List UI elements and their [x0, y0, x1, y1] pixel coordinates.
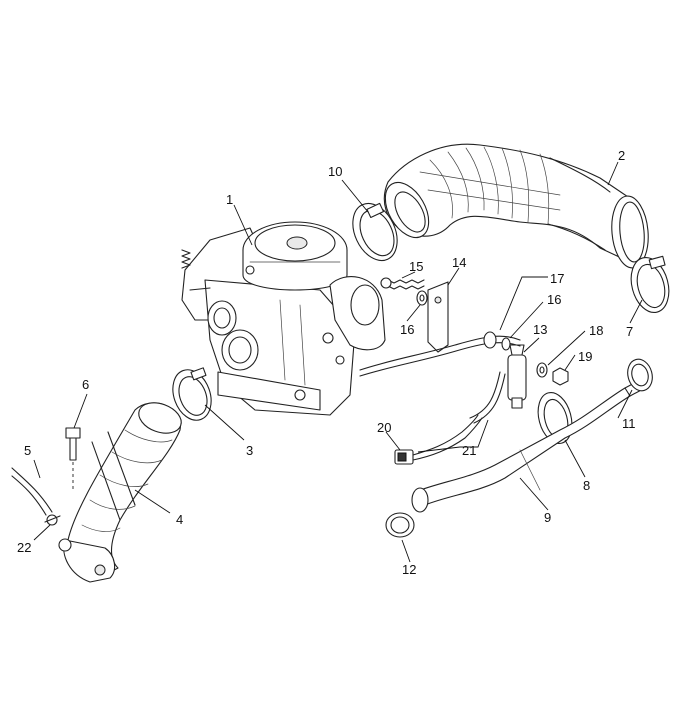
carburetor-part [181, 221, 386, 416]
label-part-6: 6 [82, 377, 89, 392]
label-part-8: 8 [583, 478, 590, 493]
clamp-10-part [352, 202, 398, 262]
label-part-18: 18 [589, 323, 603, 338]
label-part-7: 7 [626, 324, 633, 339]
screw-15-part [380, 277, 425, 290]
clip-11-part [627, 358, 653, 392]
label-part-22: 22 [17, 540, 31, 555]
hose-5-part [11, 467, 53, 516]
intake-duct-part [383, 143, 649, 269]
label-part-17: 17 [550, 271, 564, 286]
vent-line [359, 335, 521, 377]
label-part-3: 3 [246, 443, 253, 458]
nut-19-part [552, 367, 569, 386]
washer-16b-part [501, 337, 511, 351]
label-part-20: 20 [377, 420, 391, 435]
label-part-5: 5 [24, 443, 31, 458]
label-part-12: 12 [402, 562, 416, 577]
label-part-4: 4 [176, 512, 183, 527]
fitting-17-part [483, 331, 497, 349]
part-number-labels: 1 2 3 4 5 6 7 8 9 10 11 12 13 14 15 16 1… [17, 148, 636, 577]
leader-lines [33, 161, 643, 563]
valve-13-part [469, 344, 527, 424]
connector-20-part [394, 449, 414, 465]
washer-18-part [536, 362, 548, 378]
label-part-13: 13 [533, 322, 547, 337]
label-part-14: 14 [452, 255, 466, 270]
washer-16a-part [416, 290, 428, 306]
bolt-6-part [65, 427, 81, 490]
label-part-19: 19 [578, 349, 592, 364]
clamp-7-part [630, 255, 670, 313]
wiring-21-part [412, 414, 483, 461]
clamp-3-part [172, 367, 212, 421]
pipe-9-part [411, 379, 646, 513]
intake-manifold-part [58, 402, 182, 583]
hose-clip-22-part [44, 514, 61, 526]
clip-12-part [385, 512, 415, 538]
bracket-14-part [427, 281, 449, 353]
label-part-15: 15 [409, 259, 423, 274]
label-part-9: 9 [544, 510, 551, 525]
label-part-10: 10 [328, 164, 342, 179]
label-part-16a: 16 [400, 322, 414, 337]
label-part-1: 1 [226, 192, 233, 207]
label-part-21: 21 [462, 443, 476, 458]
label-part-11: 11 [622, 416, 636, 431]
label-part-2: 2 [618, 148, 625, 163]
label-part-16b: 16 [547, 292, 561, 307]
